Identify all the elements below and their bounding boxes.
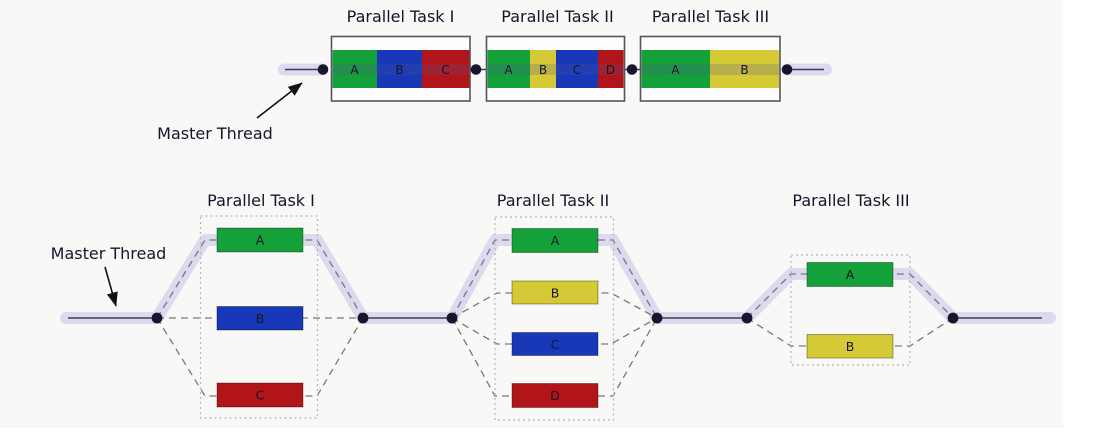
top-task2-box: A B C D (485, 35, 626, 102)
master-thread-label: Master Thread (157, 124, 273, 143)
segment-c (556, 50, 598, 88)
fork-join-node (317, 64, 329, 75)
task3-block-b (806, 334, 894, 359)
segment-c-label: C (573, 63, 581, 77)
segment-d (598, 50, 624, 88)
task3-blocks (806, 262, 894, 359)
bottom-task2-title: Parallel Task II (497, 191, 609, 210)
master-thread-arrow (104, 266, 118, 307)
top-task2-title: Parallel Task II (501, 7, 613, 26)
segment-a-label: A (504, 63, 513, 77)
task1-block-b-label: B (256, 311, 265, 326)
segment-a-label: A (350, 63, 359, 77)
task3-block-b-label: B (846, 339, 855, 354)
task2-dotted-boundary (494, 216, 615, 421)
task1-blocks (216, 227, 304, 408)
task2-block-a (511, 228, 599, 253)
task2-block-c (511, 332, 599, 356)
segment-b (377, 50, 422, 88)
segment-b-label: B (539, 63, 547, 77)
thread-overlay-stripe (641, 64, 779, 75)
task2-block-d-label: D (550, 388, 560, 403)
task2-block-d (511, 383, 599, 408)
fork-node (151, 312, 163, 324)
fork-join-node (626, 64, 638, 75)
segment-b-label: B (395, 63, 403, 77)
task2-block-b (511, 280, 599, 305)
join-node (947, 312, 959, 324)
bottom-task1-title: Parallel Task I (207, 191, 315, 210)
bottom-diagram: A B C A B C D A B Parallel Task I Parall… (51, 191, 1056, 421)
task3-block-a-label: A (846, 267, 855, 282)
segment-a (332, 50, 377, 88)
top-diagram: Parallel Task I Parallel Task II Paralle… (157, 7, 832, 143)
master-thread-label: Master Thread (51, 244, 167, 263)
top-task3-box: A B (639, 35, 781, 102)
segment-b (710, 50, 779, 88)
segment-a (641, 50, 710, 88)
thread-overlay-stripe (487, 64, 624, 75)
task1-block-a (216, 227, 304, 253)
bottom-task3-title: Parallel Task III (792, 191, 909, 210)
master-thread-arrow (256, 82, 303, 119)
task1-block-b (216, 306, 304, 331)
task1-block-c (216, 382, 304, 408)
top-task1-box: A B C (330, 35, 471, 102)
segment-c (422, 50, 470, 88)
fork-node (446, 312, 458, 324)
task3-block-a (806, 262, 894, 287)
fork-join-node (781, 64, 793, 75)
segment-d-label: D (606, 63, 615, 77)
join-node (357, 312, 369, 324)
task2-block-c-label: C (551, 337, 560, 352)
fork-node (741, 312, 753, 324)
task1-block-c-label: C (256, 388, 265, 403)
top-task1-title: Parallel Task I (347, 7, 455, 26)
fork-join-node (470, 64, 482, 75)
task2-block-a-label: A (551, 233, 560, 248)
join-node (651, 312, 663, 324)
segment-a (487, 50, 530, 88)
segment-a-label: A (671, 63, 680, 77)
thread-overlay-stripe (332, 64, 470, 75)
task2-blocks (511, 228, 599, 408)
task2-block-b-label: B (551, 286, 560, 301)
segment-c-label: C (441, 63, 449, 77)
segment-b-label: B (740, 63, 748, 77)
task1-block-a-label: A (256, 233, 265, 248)
task1-dotted-boundary (199, 215, 319, 419)
top-task3-title: Parallel Task III (652, 7, 769, 26)
segment-b (530, 50, 556, 88)
